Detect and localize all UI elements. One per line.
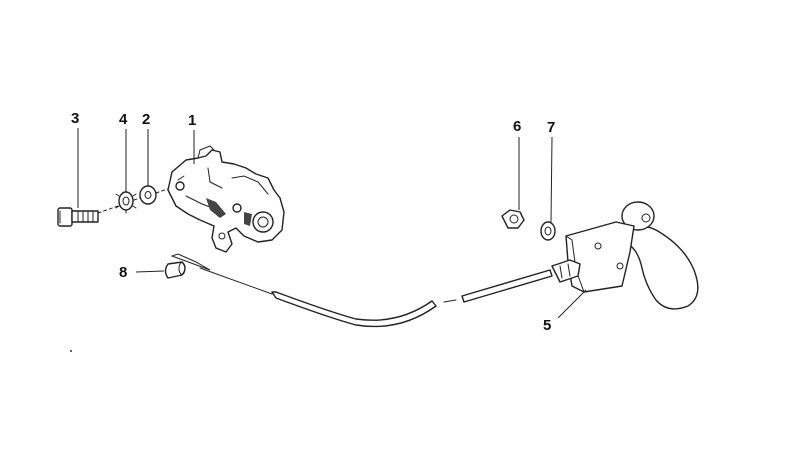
callout-5-leader [557,289,587,319]
stray-dot [70,350,72,352]
part-8-pin [164,261,186,279]
callout-1: 1 [188,112,197,129]
callout-6: 6 [513,118,522,135]
callout-2: 2 [142,111,151,128]
release-cable [170,253,553,328]
callout-7-leader [550,136,553,223]
part-4-lock-washer [115,188,137,214]
callout-4: 4 [119,111,128,128]
part-6-nut [501,209,525,229]
callout-3: 3 [71,110,80,127]
part-5-release-handle [551,201,699,310]
assembly-axis [97,185,177,214]
callout-7: 7 [547,119,556,136]
callout-5: 5 [543,317,552,334]
callout-8: 8 [119,264,128,281]
part-3-bolt [57,207,99,227]
callout-8-leader [135,270,165,273]
part-7-washer [540,221,556,241]
part-2-washer [139,185,157,205]
part-1-lock-mechanism [167,145,285,253]
